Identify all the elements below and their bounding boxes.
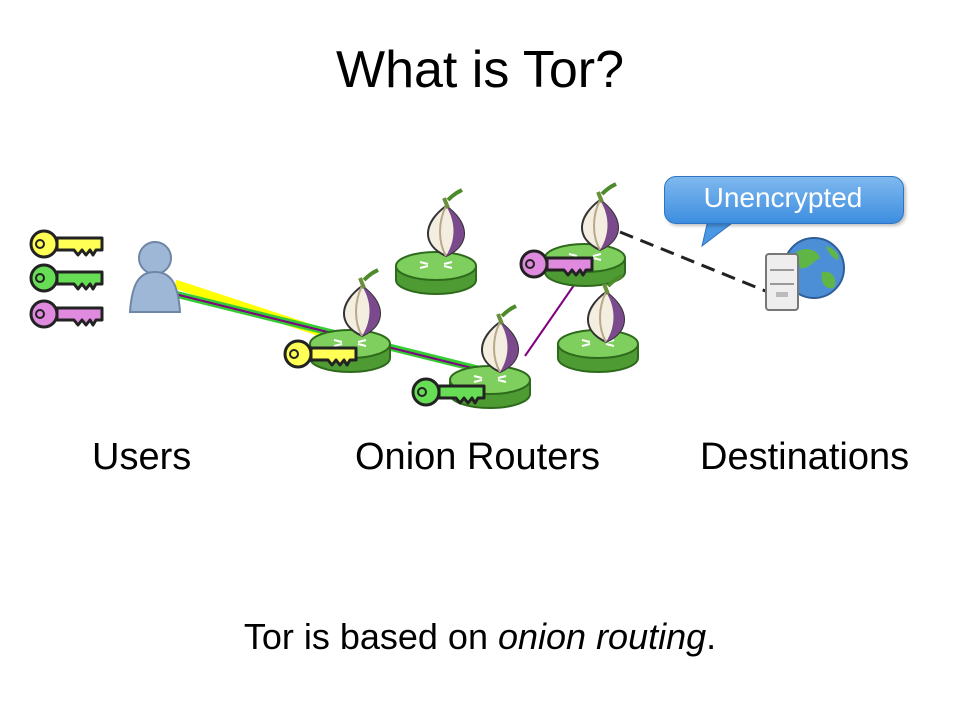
caption: Tor is based on onion routing. — [0, 616, 960, 658]
onion-routers-label: Onion Routers — [355, 436, 601, 478]
caption-emphasis: onion routing — [497, 616, 707, 657]
path-unencrypted — [619, 230, 769, 294]
server-icon — [765, 253, 799, 311]
user-icon — [128, 241, 182, 313]
onion-icon-2 — [579, 182, 621, 252]
onion-icon-5 — [479, 304, 521, 374]
slide-title: What is Tor? — [335, 41, 625, 99]
caption-suffix: . — [706, 616, 717, 657]
unencrypted-callout — [664, 176, 904, 224]
caption-prefix: Tor is based on — [243, 616, 498, 657]
key-icon-pink — [29, 299, 104, 329]
users-label: Users — [92, 436, 192, 478]
unencrypted-callout-text: Unencrypted — [703, 182, 863, 213]
onion-icon-3 — [341, 268, 383, 338]
destinations-label: Destinations — [700, 436, 910, 478]
onion-router-icon-1 — [395, 251, 477, 295]
key-icon-yellow — [29, 229, 104, 259]
onion-icon-1 — [425, 188, 467, 258]
key-icon-green — [29, 263, 104, 293]
